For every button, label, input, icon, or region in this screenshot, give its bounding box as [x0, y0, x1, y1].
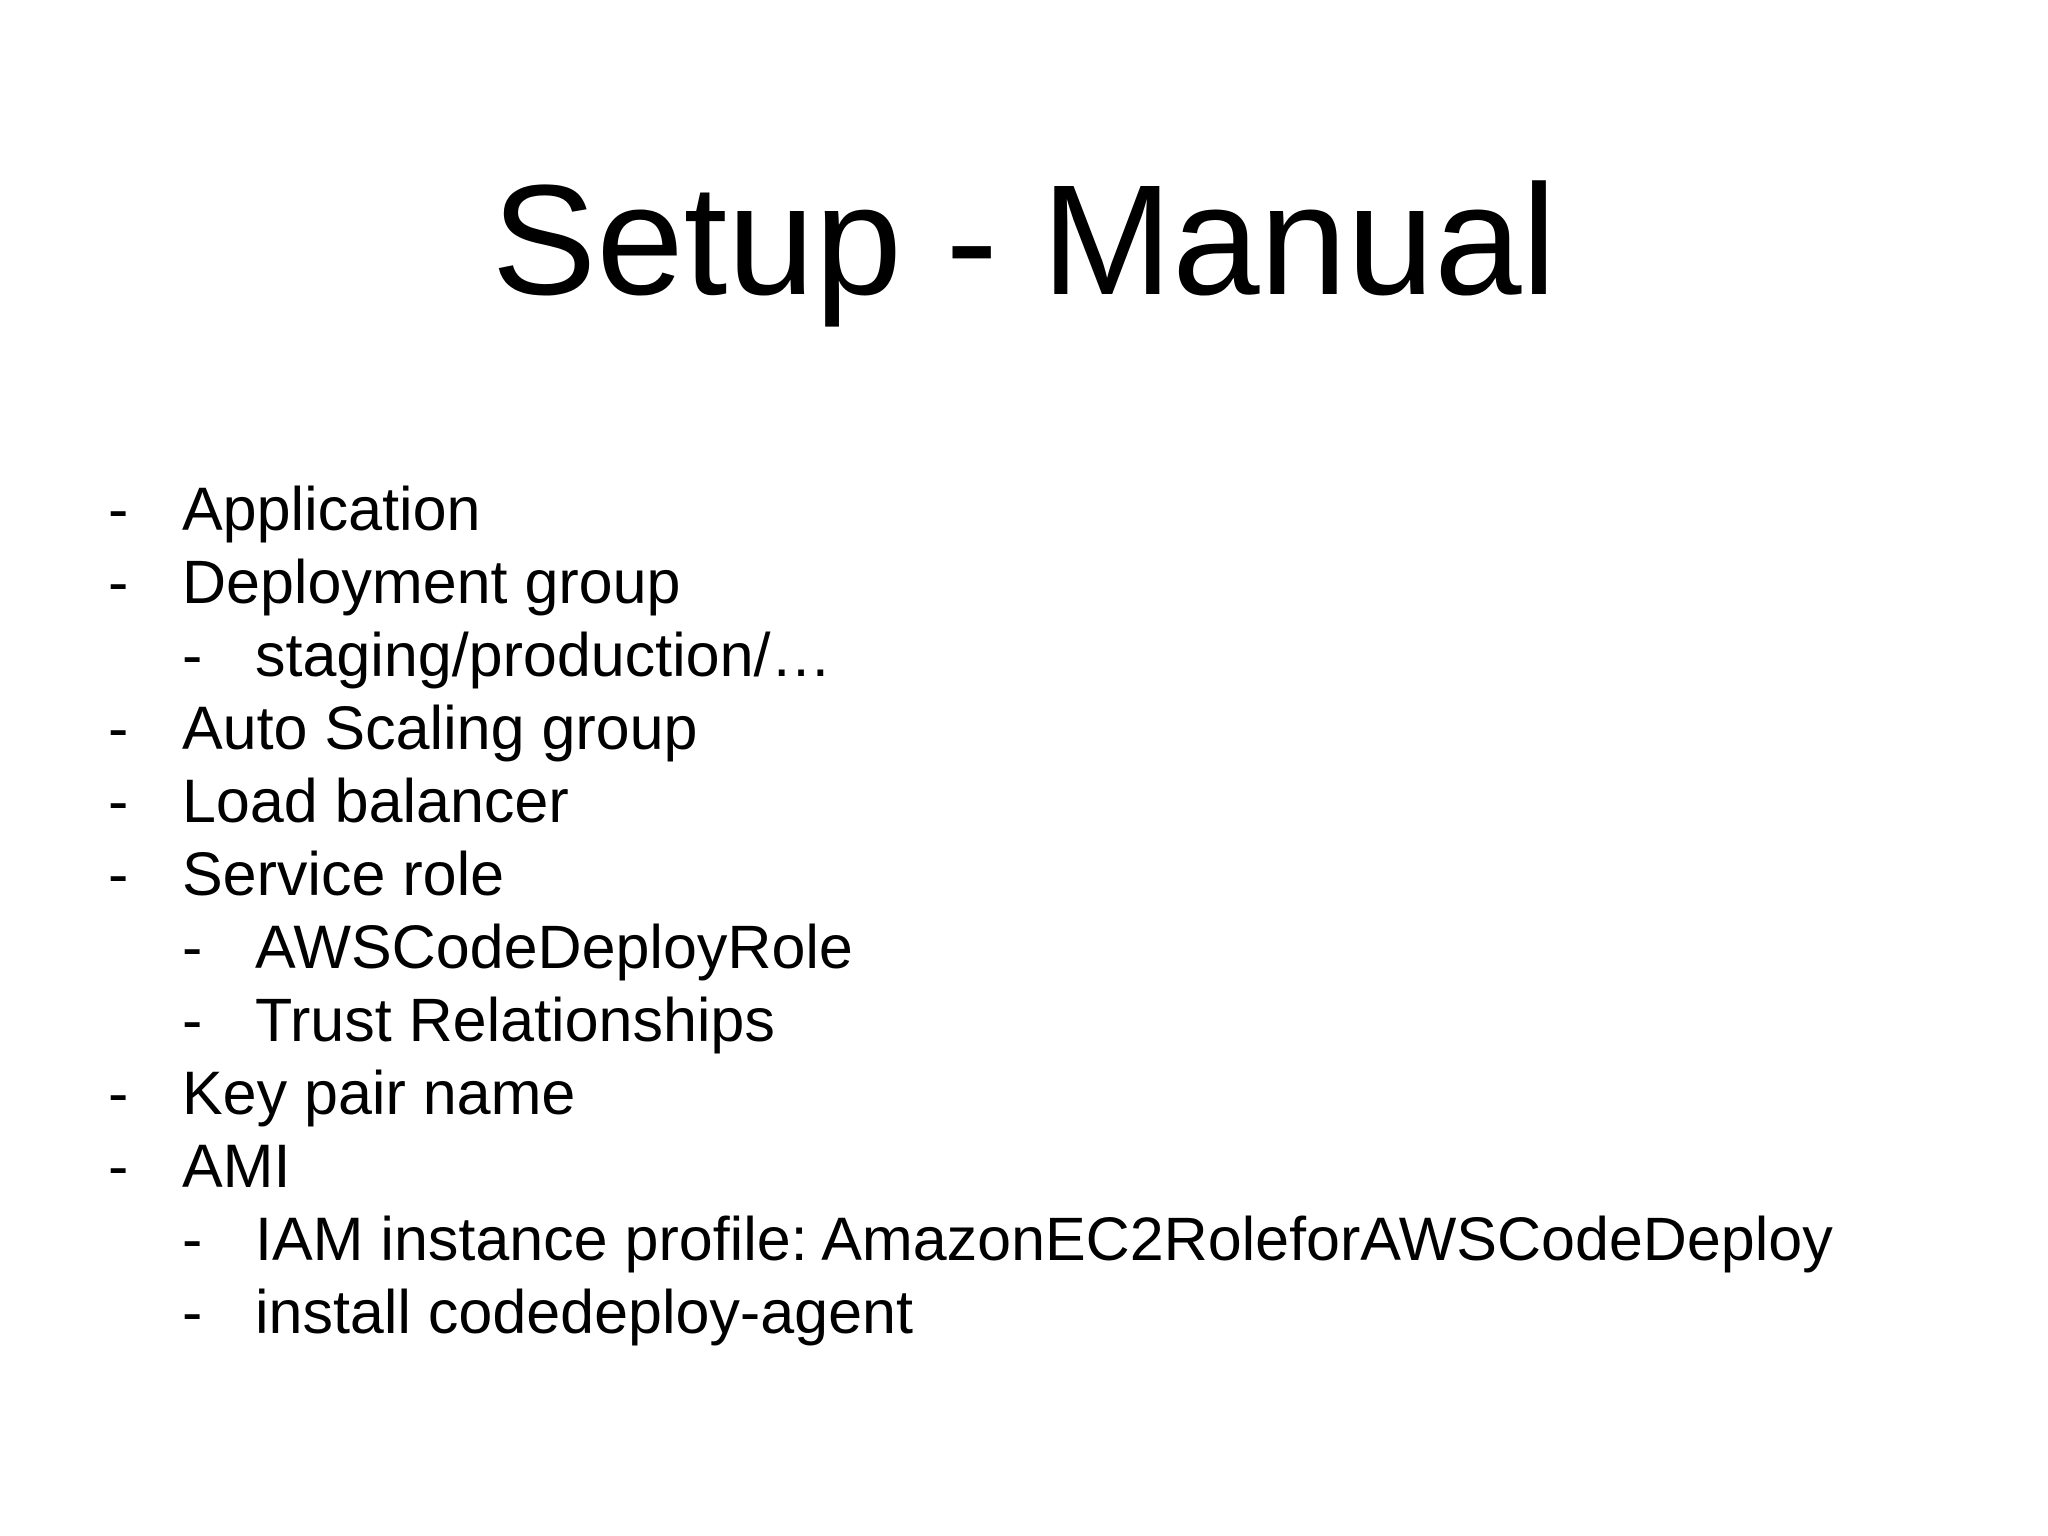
dash-bullet-icon: - — [182, 1278, 203, 1346]
list-item-text: AWSCodeDeployRole — [255, 913, 853, 981]
dash-bullet-icon: - — [182, 986, 203, 1054]
dash-bullet-icon: - — [108, 840, 129, 908]
dash-bullet-icon: - — [108, 475, 129, 543]
slide-title: Setup - Manual — [491, 153, 1557, 328]
list-item-text: Service role — [182, 840, 505, 908]
list-item: - Service role — [108, 838, 1833, 911]
list-item-text: Key pair name — [182, 1059, 576, 1127]
list-item-text: Load balancer — [182, 767, 569, 835]
list-item: - AMI — [108, 1130, 1833, 1203]
list-subitem: - staging/production/… — [108, 619, 1833, 692]
list-item: - Load balancer — [108, 765, 1833, 838]
dash-bullet-icon: - — [182, 1205, 203, 1273]
list-item-text: Trust Relationships — [255, 986, 775, 1054]
list-item: - Key pair name — [108, 1057, 1833, 1130]
list-subitem: - AWSCodeDeployRole — [108, 911, 1833, 984]
list-subitem: - install codedeploy-agent — [108, 1276, 1833, 1349]
dash-bullet-icon: - — [108, 548, 129, 616]
list-item-text: install codedeploy-agent — [255, 1278, 913, 1346]
list-item-text: IAM instance profile: AmazonEC2RoleforAW… — [255, 1205, 1833, 1273]
list-item: - Application — [108, 473, 1833, 546]
list-item-text: AMI — [182, 1132, 291, 1200]
dash-bullet-icon: - — [108, 694, 129, 762]
dash-bullet-icon: - — [182, 913, 203, 981]
list-item: - Auto Scaling group — [108, 692, 1833, 765]
list-item-text: Auto Scaling group — [182, 694, 698, 762]
list-item-text: Application — [182, 475, 481, 543]
dash-bullet-icon: - — [108, 1059, 129, 1127]
dash-bullet-icon: - — [182, 621, 203, 689]
bullet-list: - Application - Deployment group - stagi… — [108, 473, 1833, 1349]
dash-bullet-icon: - — [108, 767, 129, 835]
list-subitem: - Trust Relationships — [108, 984, 1833, 1057]
list-subitem: - IAM instance profile: AmazonEC2Rolefor… — [108, 1203, 1833, 1276]
list-item-text: Deployment group — [182, 548, 681, 616]
list-item-text: staging/production/… — [255, 621, 832, 689]
dash-bullet-icon: - — [108, 1132, 129, 1200]
list-item: - Deployment group — [108, 546, 1833, 619]
